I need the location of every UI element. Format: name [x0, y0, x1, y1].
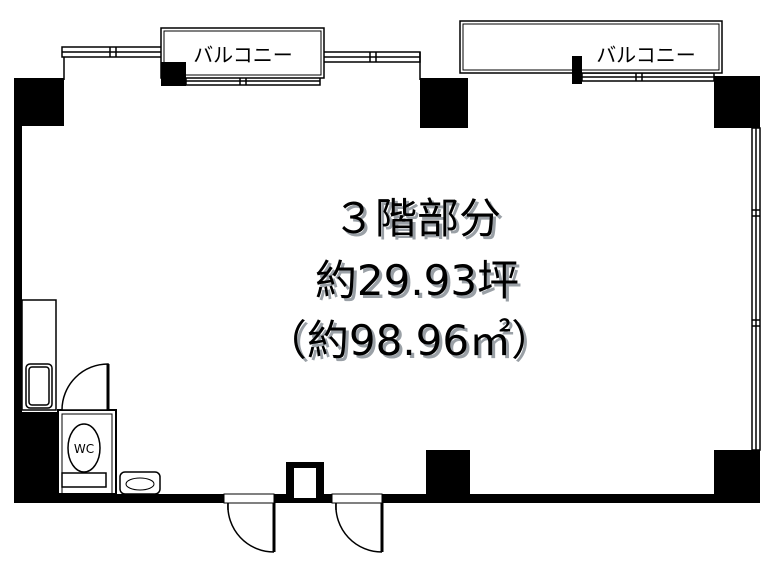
- entrance-door-left: [223, 493, 276, 553]
- area-sqm: （約98.96㎡）: [265, 316, 553, 365]
- floor-title: ３階部分: [333, 194, 501, 243]
- area-sqm-shadow: （約98.96㎡）: [268, 319, 556, 368]
- toilet-icon: [67, 423, 101, 473]
- area-tsubo-shadow: 約29.93坪: [318, 259, 522, 308]
- column-bottom-middle: [426, 450, 470, 502]
- balcony-left: [160, 27, 325, 86]
- column-bottom-left: [14, 412, 58, 502]
- column-top-right: [714, 76, 760, 128]
- floor-title-shadow: ３階部分: [336, 197, 504, 246]
- balcony-right-label: バルコニー: [596, 43, 696, 67]
- entrance-door-right: [331, 493, 384, 553]
- kitchen-counter: [21, 299, 57, 411]
- area-tsubo: 約29.93坪: [315, 256, 519, 305]
- columns: [14, 76, 760, 502]
- bottom-shaft: [286, 462, 324, 502]
- balcony-left-label: バルコニー: [193, 43, 293, 67]
- column-top-middle: [420, 78, 468, 128]
- floor-text-shadow: ３階部分 約29.93坪 （約98.96㎡）: [268, 197, 556, 368]
- right-windows: [751, 127, 761, 451]
- wc-room: [57, 363, 161, 495]
- column-top-left: [14, 78, 64, 126]
- column-bottom-right: [714, 450, 760, 502]
- wc-label: WC: [74, 442, 94, 456]
- balcony-right: [459, 20, 723, 84]
